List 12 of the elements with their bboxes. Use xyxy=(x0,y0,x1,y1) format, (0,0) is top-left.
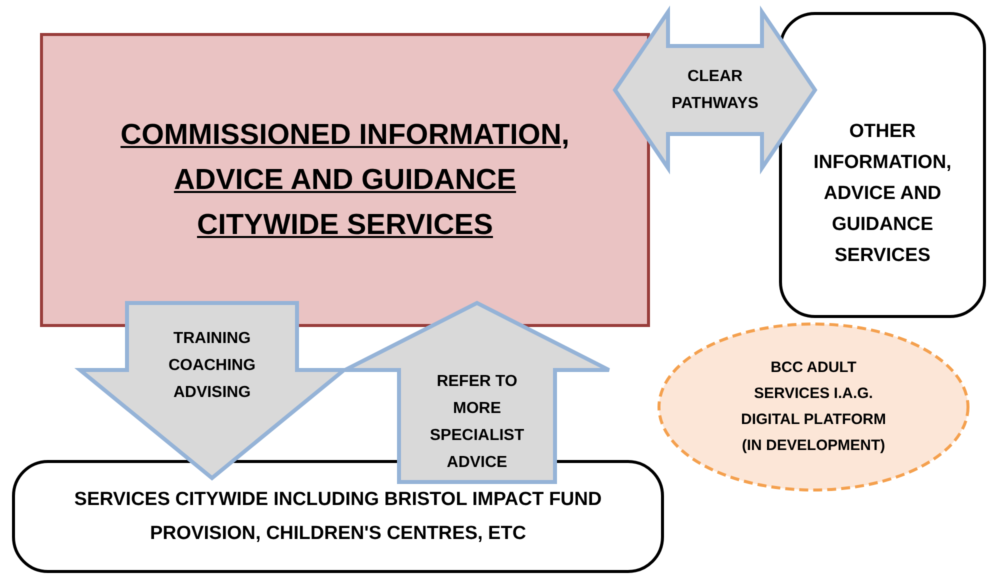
block-arrow xyxy=(612,6,818,174)
node-text: COMMISSIONED INFORMATION, ADVICE AND GUIDANCE CITYWIDE SERVICES xyxy=(120,118,570,242)
edge-label: CLEAR PATHWAYS xyxy=(670,67,760,114)
dashed-ellipse xyxy=(657,322,970,492)
process-box xyxy=(779,12,986,318)
node-text: BCC ADULT SERVICES I.A.G. DIGITAL PLATFORM (IN DEVELOPMENT) xyxy=(740,358,887,456)
edge-label: REFER TO MORE SPECIALIST ADVICE xyxy=(428,372,526,473)
process-box xyxy=(40,33,650,327)
edge-label: TRAINING COACHING ADVISING xyxy=(167,329,257,403)
node-text: SERVICES CITYWIDE INCLUDING BRISTOL IMPACT FUND PROVISION, CHILDREN'S CENTRES, ETC xyxy=(73,488,603,546)
node-text: OTHER INFORMATION, ADVICE AND GUIDANCE SERVICES xyxy=(812,120,952,268)
block-arrow xyxy=(343,300,611,484)
